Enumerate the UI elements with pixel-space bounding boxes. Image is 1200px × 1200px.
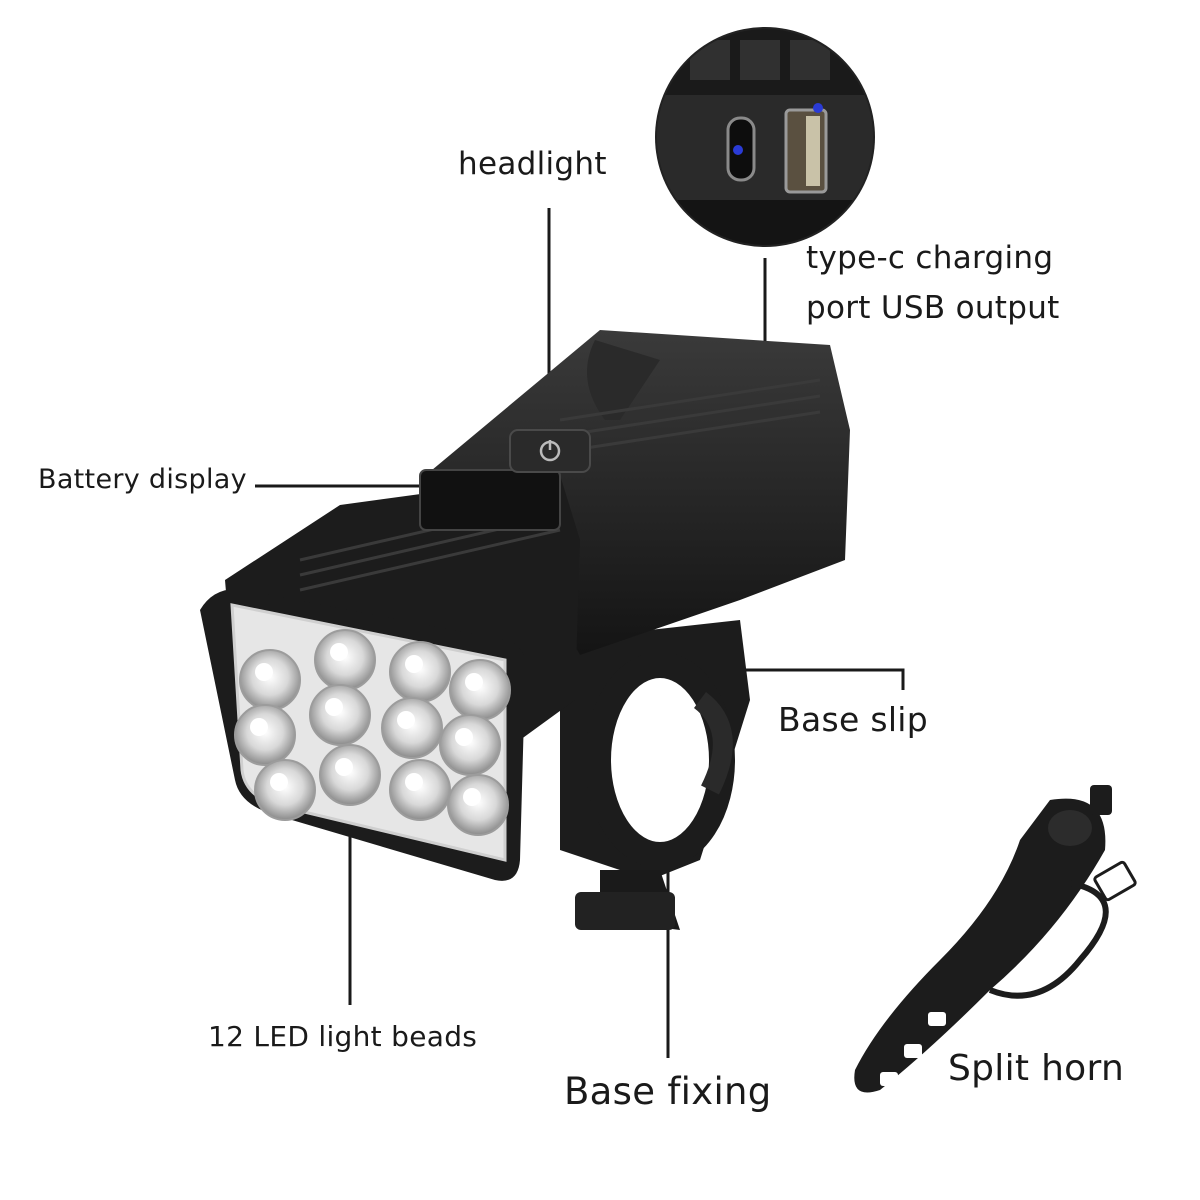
- led-bead-highlight-9: [270, 773, 288, 791]
- led-bead-highlight-8: [455, 728, 473, 746]
- led-bead-9: [254, 759, 316, 821]
- led-lens-panel: [200, 589, 526, 881]
- led-bead-highlight-1: [255, 663, 273, 681]
- led-bead-highlight-2: [330, 643, 348, 661]
- led-bead-highlight-11: [405, 773, 423, 791]
- led-bead-highlight-4: [465, 673, 483, 691]
- base-fixing-label: Base fixing: [564, 1070, 772, 1113]
- split-horn: [854, 785, 1137, 1093]
- led-bead-7: [381, 697, 443, 759]
- led-bead-3: [389, 641, 451, 703]
- led-bead-5: [234, 704, 296, 766]
- led-bead-2: [314, 629, 376, 691]
- led-bead-1: [239, 649, 301, 711]
- typec-label-line2: port USB output: [806, 290, 1060, 326]
- led-bead-highlight-5: [250, 718, 268, 736]
- led-bead-8: [439, 714, 501, 776]
- power-icon[interactable]: [509, 429, 591, 473]
- led-bead-4: [449, 659, 511, 721]
- battery-display-label: Battery display: [38, 464, 247, 495]
- led-beads: [234, 629, 511, 836]
- led-bead-6: [309, 684, 371, 746]
- led-bead-highlight-3: [405, 655, 423, 673]
- usb-c-port-icon: [726, 116, 756, 182]
- led-bead-12: [447, 774, 509, 836]
- base-slip-label: Base slip: [778, 700, 929, 739]
- headlight-body: [225, 330, 850, 740]
- typec-label-line1: type-c charging: [806, 240, 1054, 276]
- led-bead-highlight-7: [397, 711, 415, 729]
- usb-a-port-icon: [784, 103, 828, 194]
- led-bead-11: [389, 759, 451, 821]
- split-horn-label: Split horn: [948, 1048, 1125, 1089]
- handlebar-clamp: [560, 620, 750, 930]
- port-closeup-inset: [655, 27, 875, 247]
- led-bead-10: [319, 744, 381, 806]
- headlight-label: headlight: [458, 146, 607, 182]
- led-bead-highlight-10: [335, 758, 353, 776]
- led-bead-highlight-12: [463, 788, 481, 806]
- led-beads-label: 12 LED light beads: [208, 1020, 478, 1053]
- led-bead-highlight-6: [325, 698, 343, 716]
- battery-display-window: [419, 469, 561, 531]
